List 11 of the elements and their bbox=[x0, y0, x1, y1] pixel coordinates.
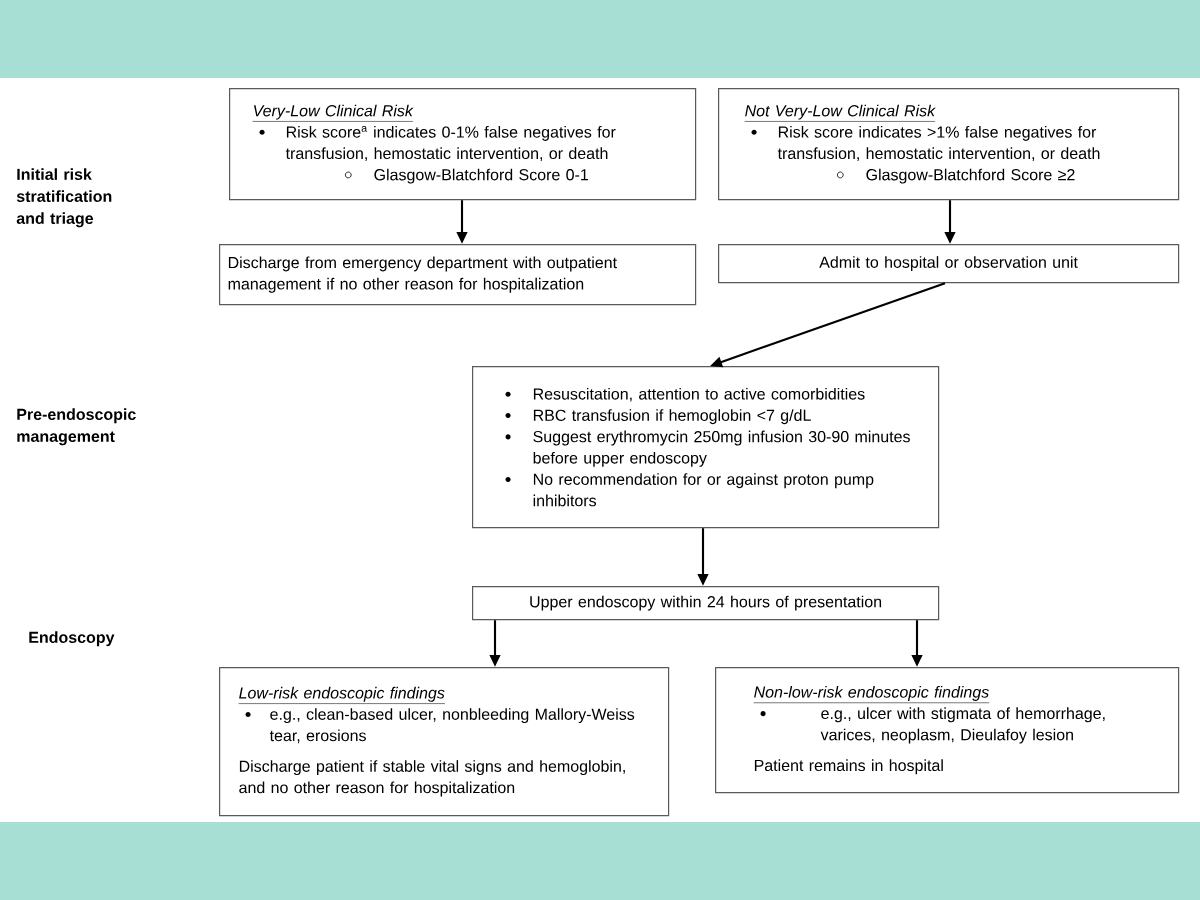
process-box: Low-risk endoscopic findings e.g., clean-based ulcer, nonbleeding Mallory-Weiss tear, erosions Discharge patient if stable vital signs and hemoglobin, and no other reason for hospitalization bbox=[219, 667, 670, 817]
stage-label: Pre-endoscopic management bbox=[17, 408, 136, 446]
process-box: Resuscitation, attention to active comorbidities RBC transfusion if hemoglobin <7 g/dL Suggest erythromycin 250mg infusion 30-90 minutes before upper endoscopy No recommendation for or against proton pump inhibitors bbox=[472, 366, 940, 529]
process-box: Not Very-Low Clinical Risk Risk score indicates >1% false negatives for transfusion, hemostatic intervention, or death Glasgow-Blatchford Score ≥2 bbox=[718, 88, 1180, 201]
process-box: Upper endoscopy within 24 hours of presentation bbox=[472, 586, 940, 621]
process-box: Very-Low Clinical Risk Risk score$^{a}$ indicates 0-1% false negatives for transfusion, hemostatic intervention, or death Glasgow-Blatchford Score 0-1 bbox=[229, 88, 697, 201]
process-box: Non-low-risk endoscopic findings e.g., ulcer with stigmata of hemorrhage, varices, neoplasm, Dieulafoy lesion Patient remains in hospital bbox=[715, 667, 1180, 794]
stage-label: Endoscopy bbox=[29, 631, 115, 647]
stage-label: Initial risk stratification and triage bbox=[16, 168, 112, 228]
process-box: Discharge from emergency department with outpatient management if no other reason for hospitalization bbox=[219, 244, 697, 306]
process-box: Admit to hospital or observation unit bbox=[718, 244, 1180, 284]
